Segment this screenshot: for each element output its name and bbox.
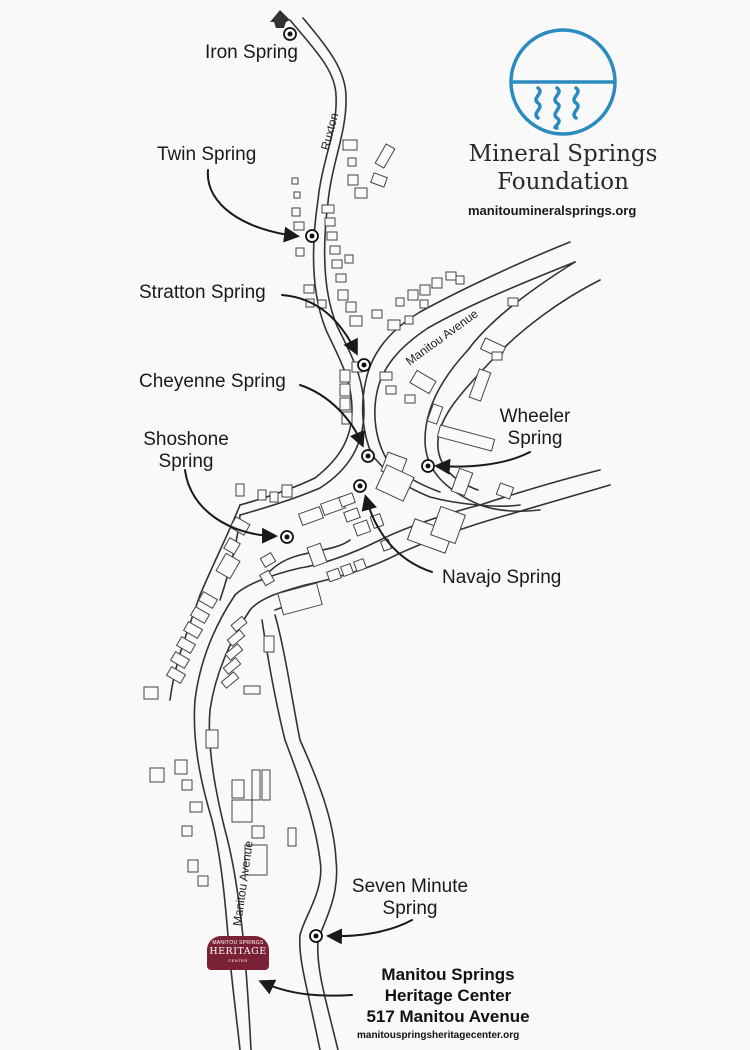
heritage-center-line2: Heritage Center bbox=[384, 986, 512, 1005]
label-seven-minute-line2: Spring bbox=[382, 898, 438, 919]
north-arrow-icon bbox=[270, 10, 290, 28]
marker-wheeler bbox=[421, 459, 435, 473]
arrow-navajo bbox=[361, 494, 433, 573]
label-wheeler-line1: Wheeler bbox=[499, 406, 571, 427]
heritage-center-url[interactable]: manitouspringsheritagecenter.org bbox=[357, 1030, 520, 1041]
loop-road-inner bbox=[437, 279, 601, 491]
manitou-ave-lower-east bbox=[208, 609, 252, 1050]
road-network bbox=[169, 17, 611, 1050]
marker-iron bbox=[283, 27, 297, 41]
heritage-center-line1: Manitou Springs bbox=[381, 965, 515, 984]
label-cheyenne-spring: Cheyenne Spring bbox=[139, 371, 286, 392]
marker-stratton bbox=[357, 358, 371, 372]
marker-navajo bbox=[353, 479, 367, 493]
label-shoshone-spring: Shoshone Spring bbox=[137, 429, 235, 473]
arrow-heritage bbox=[258, 979, 353, 997]
pointer-arrows bbox=[184, 169, 531, 997]
badge-top-text: MANITOU SPRINGS bbox=[212, 940, 264, 946]
shoshone-road-a bbox=[169, 504, 241, 701]
label-shoshone-line1: Shoshone bbox=[143, 429, 229, 450]
canon-ave-west bbox=[261, 619, 322, 1050]
marker-seven-minute bbox=[309, 929, 323, 943]
arrow-twin bbox=[206, 169, 300, 243]
heritage-center-address: 517 Manitou Avenue bbox=[366, 1007, 530, 1026]
buildings bbox=[143, 139, 519, 887]
manitou-ave-upper-south bbox=[374, 261, 576, 493]
ruxton-road-west bbox=[239, 19, 353, 506]
badge-main-text: HERITAGE bbox=[209, 946, 267, 957]
label-seven-minute-line1: Seven Minute bbox=[351, 876, 469, 897]
foundation-name-line1: Mineral Springs bbox=[468, 141, 658, 167]
label-shoshone-line2: Spring bbox=[158, 451, 214, 472]
loop-road bbox=[424, 261, 576, 512]
heritage-center-badge: MANITOU SPRINGS HERITAGE CENTER bbox=[207, 936, 269, 970]
foundation-name-line2: Foundation bbox=[497, 169, 629, 195]
foundation-logo bbox=[509, 28, 617, 136]
label-iron-spring: Iron Spring bbox=[205, 42, 298, 63]
manitou-ave-upper-north bbox=[361, 241, 571, 507]
foundation-url[interactable]: manitoumineralsprings.org bbox=[468, 203, 637, 218]
marker-twin bbox=[305, 229, 319, 243]
spring-markers bbox=[280, 27, 435, 943]
manitou-ave-main-a bbox=[234, 469, 601, 596]
label-seven-minute-spring: Seven Minute Spring bbox=[345, 876, 475, 920]
label-navajo-spring: Navajo Spring bbox=[442, 567, 562, 588]
label-twin-spring: Twin Spring bbox=[157, 144, 257, 165]
arrow-shoshone bbox=[184, 469, 278, 544]
arrow-wheeler bbox=[434, 451, 531, 475]
arrow-seven-minute bbox=[326, 919, 413, 945]
manitou-ave-lower-west bbox=[193, 594, 241, 1050]
marker-shoshone bbox=[280, 530, 294, 544]
label-stratton-spring: Stratton Spring bbox=[139, 282, 266, 303]
label-wheeler-spring: Wheeler Spring bbox=[490, 406, 580, 450]
label-wheeler-line2: Spring bbox=[507, 428, 563, 449]
badge-bottom-text: CENTER bbox=[228, 958, 248, 963]
arrow-cheyenne bbox=[299, 384, 365, 448]
arrow-stratton bbox=[281, 294, 358, 356]
marker-cheyenne bbox=[361, 449, 375, 463]
canon-ave-east bbox=[274, 614, 339, 1050]
